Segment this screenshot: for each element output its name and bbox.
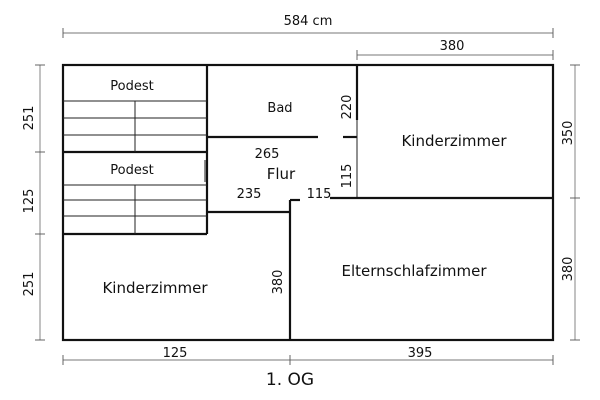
- dim-flur-bottom-right: 115: [307, 187, 332, 202]
- dim-bottom-right: 395: [408, 346, 433, 361]
- dim-total-width: 584 cm: [284, 14, 333, 29]
- dimension-labels: 584 cm 380 251 125 251 350 380 125 395 2…: [22, 14, 576, 361]
- dimension-lines: [35, 28, 580, 365]
- room-label-elternschlafzimmer: Elternschlafzimmer: [341, 262, 487, 280]
- room-label-bad: Bad: [267, 101, 292, 116]
- room-label-podest-top: Podest: [110, 79, 153, 94]
- room-label-flur: Flur: [267, 165, 296, 183]
- room-labels: Podest Podest Bad Flur Kinderzimmer Kind…: [102, 79, 507, 297]
- outer-wall: [61, 63, 555, 342]
- dim-inner-vertical: 380: [271, 270, 286, 295]
- dim-flur-top: 265: [255, 147, 280, 162]
- room-label-kinderzimmer-left: Kinderzimmer: [102, 279, 208, 297]
- dim-flur-bottom: 235: [237, 187, 262, 202]
- stairs: [63, 100, 207, 234]
- room-label-podest-bottom: Podest: [110, 163, 153, 178]
- dim-left-lower: 251: [22, 272, 37, 297]
- floor-label: 1. OG: [266, 370, 314, 390]
- dim-left-middle: 125: [22, 189, 37, 214]
- room-label-kinderzimmer-right: Kinderzimmer: [401, 132, 507, 150]
- interior-walls: [63, 65, 553, 340]
- dim-right-upper: 350: [561, 121, 576, 146]
- dim-top-right-width: 380: [440, 39, 465, 54]
- dim-flur-vertical: 115: [340, 164, 355, 189]
- dim-left-upper: 251: [22, 106, 37, 131]
- dim-bottom-left: 125: [163, 346, 188, 361]
- dim-bad-height: 220: [340, 95, 355, 120]
- dim-right-lower: 380: [561, 257, 576, 282]
